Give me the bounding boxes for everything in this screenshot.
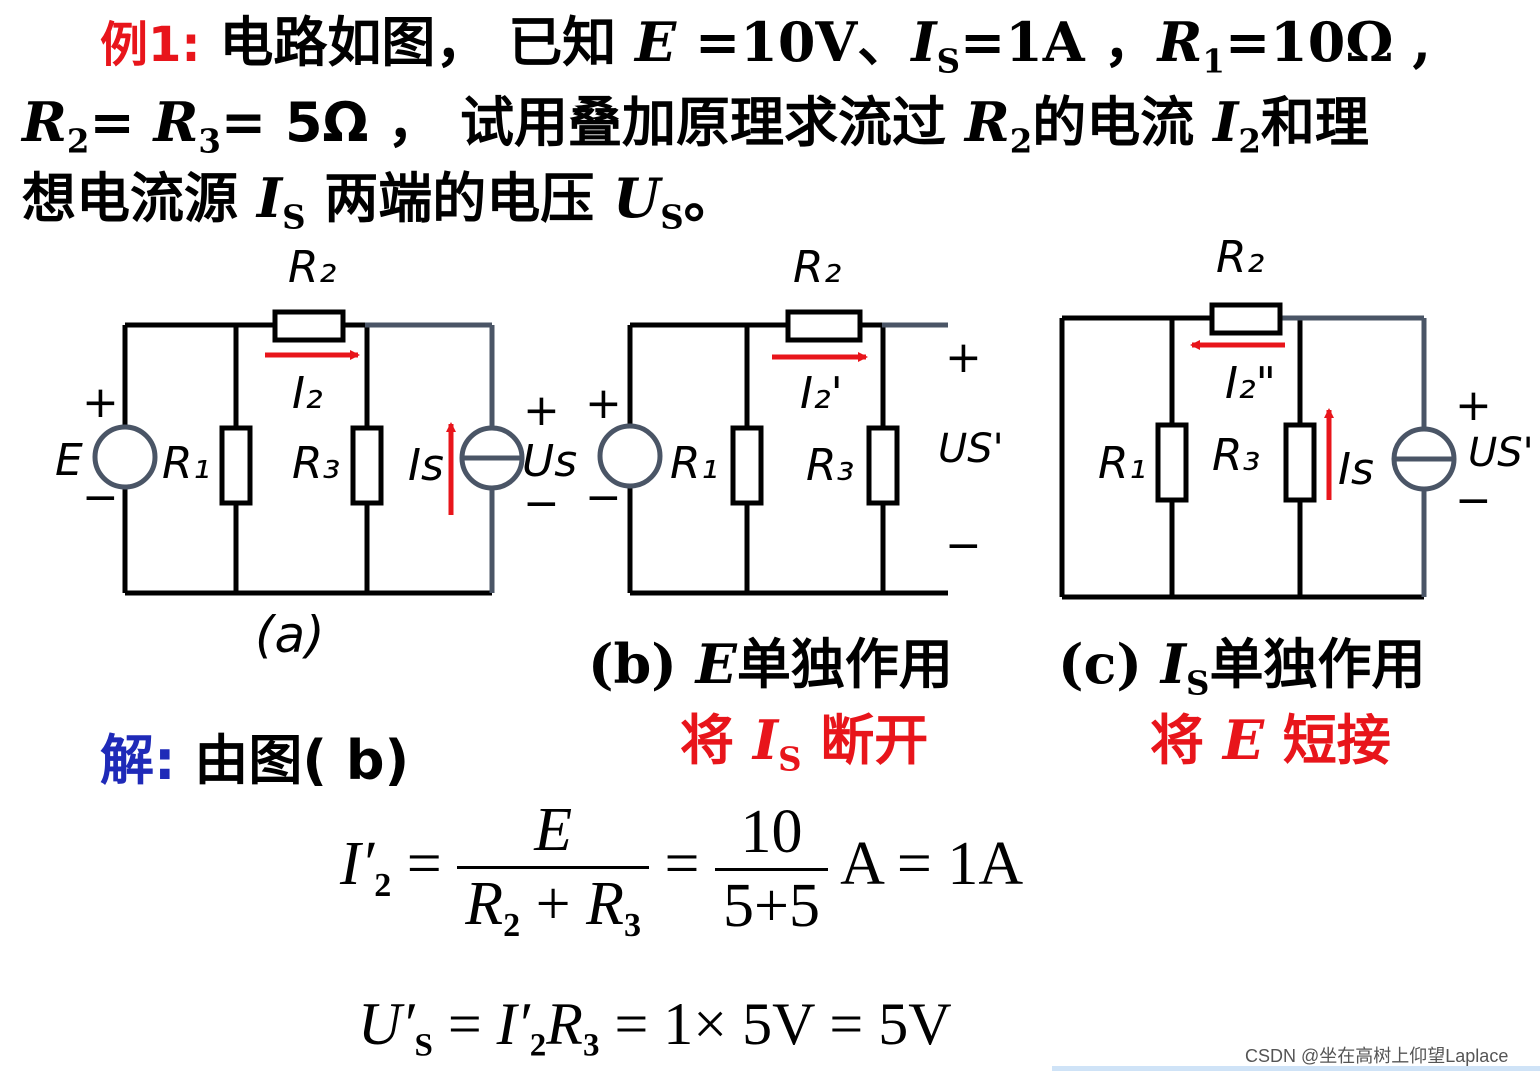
label-I2-c: I₂" [1225, 358, 1276, 409]
label-Is: Is [408, 440, 444, 491]
solution-header: 解: 由图( b) [100, 729, 410, 792]
resistor-R1-b [730, 425, 764, 506]
resistor-R1-c [1155, 422, 1189, 503]
label-minus-E: − [82, 472, 119, 523]
label-minus-Us: − [523, 478, 560, 529]
problem-line-3: 想电流源 IS 两端的电压 US。 [22, 166, 738, 237]
equation-Us: U′S = I′2R3 = 1× 5V = 5V [358, 991, 952, 1064]
watermark: CSDN @坐在高树上仰望Laplace [1245, 1046, 1509, 1066]
label-plus-E-b: + [585, 378, 622, 429]
label-R2-b: R₂ [793, 242, 841, 293]
label-R1: R₁ [162, 438, 210, 489]
label-E: E [55, 435, 83, 486]
label-Us: Us [522, 436, 577, 487]
example-tag: 例1: [100, 17, 201, 73]
caption-c: (c) IS单独作用 [1058, 632, 1426, 703]
label-minus-Us-c: − [1455, 475, 1492, 526]
label-R1-b: R₁ [670, 438, 718, 489]
resistor-R3-c [1283, 422, 1317, 503]
resistor-R2-b [785, 309, 863, 343]
note-b: 将 IS 断开 [680, 708, 929, 779]
caption-a: (a) [255, 606, 325, 664]
label-R2-c: R₂ [1216, 232, 1264, 283]
label-plus-E: + [82, 377, 119, 428]
label-R3-c: R₃ [1212, 430, 1260, 481]
resistor-R3-b [866, 425, 900, 506]
label-minus-Us-b: − [945, 520, 982, 571]
resistor-R2 [272, 309, 346, 343]
label-plus-Us-b: + [945, 332, 982, 383]
label-R3-b: R₃ [806, 440, 854, 491]
note-c: 将 E 短接 [1150, 708, 1391, 772]
label-R3: R₃ [292, 438, 340, 489]
caption-b: (b) E单独作用 [588, 632, 953, 696]
circuit-c [1059, 302, 1457, 600]
fraction-2: 10 5+5 [715, 797, 828, 942]
label-plus-Us: + [523, 385, 560, 436]
voltage-source-E [92, 424, 158, 490]
resistor-R1 [219, 425, 253, 506]
problem-line-2: R2= R3= 5Ω ， 试用叠加原理求流过 R2的电流 I2和理 [22, 90, 1369, 161]
resistor-R2-c [1209, 302, 1283, 336]
equation-I2: I′2 = E R2 + R3 = 10 5+5 A = 1A [340, 795, 1024, 945]
label-minus-E-b: − [585, 472, 622, 523]
circuit-b [597, 309, 948, 596]
fraction-1: E R2 + R3 [457, 795, 650, 945]
label-R1-c: R₁ [1098, 438, 1146, 489]
problem-line-1: 例1: 电路如图， 已知 E =10V、IS=1A ，R1=10Ω , [100, 10, 1431, 81]
label-R2: R₂ [288, 242, 336, 293]
label-plus-Us-c: + [1455, 380, 1492, 431]
resistor-R3 [350, 425, 384, 506]
label-Us-c: US' [1468, 430, 1534, 476]
circuit-a [92, 309, 525, 596]
label-I2: I₂ [292, 368, 323, 419]
label-Is-c: Is [1338, 444, 1374, 495]
label-Us-b: US' [938, 426, 1004, 472]
label-I2-b: I₂' [800, 368, 843, 419]
solution-label: 解: [100, 729, 176, 792]
footer-strip [1052, 1066, 1540, 1071]
voltage-source-E-b [597, 423, 663, 489]
